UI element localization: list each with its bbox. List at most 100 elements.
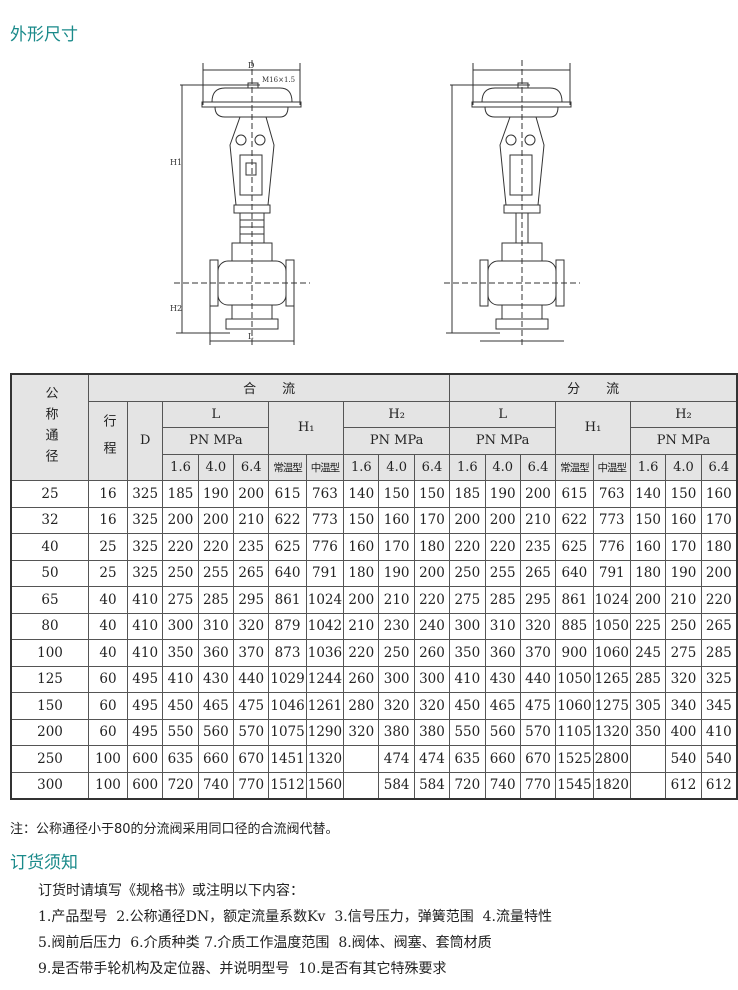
table-cell: 465	[484, 692, 521, 720]
order-line-1: 1.产品型号 2.公称通径DN，额定流量系数Kv 3.信号压力，弹簧范围 4.流…	[38, 909, 552, 925]
table-cell: 150	[629, 506, 667, 534]
table-cell: 210	[233, 506, 270, 534]
table-cell: 440	[233, 665, 270, 693]
table-cell: 410	[126, 586, 164, 614]
table-cell: 125	[10, 665, 89, 693]
table-cell: 250	[378, 639, 415, 667]
table-cell: 150	[378, 480, 415, 508]
table-cell: 320	[413, 692, 451, 720]
table-cell: 791	[305, 559, 345, 587]
dim-thread-label: M16×1.5	[262, 76, 295, 84]
table-cell: 430	[197, 665, 235, 693]
table-cell: 250	[449, 559, 486, 587]
table-cell: 200	[449, 506, 486, 534]
table-cell: 550	[162, 718, 199, 746]
table-cell: 250	[10, 745, 89, 773]
table-cell: 325	[126, 506, 164, 534]
table-cell: 770	[233, 771, 270, 800]
table-cell: 570	[519, 718, 557, 746]
table-cell: 200	[343, 586, 380, 614]
table-cell: 220	[700, 586, 738, 614]
table-cell: 1024	[592, 586, 631, 614]
header-p64: 6.4	[413, 453, 451, 481]
dim-h2-label: H2	[170, 304, 182, 313]
table-cell: 410	[449, 665, 486, 693]
table-cell: 225	[629, 612, 667, 640]
header-l: L	[162, 400, 270, 428]
table-cell: 275	[665, 639, 702, 667]
table-cell: 100	[10, 639, 89, 667]
table-cell: 440	[519, 665, 557, 693]
header-p40: 4.0	[665, 453, 702, 481]
table-cell: 495	[126, 718, 164, 746]
table-cell	[343, 745, 380, 773]
table-cell: 900	[555, 639, 594, 667]
header-h1: H₁	[268, 400, 345, 455]
table-cell: 80	[10, 612, 89, 640]
header-normal-temp: 常温型	[268, 453, 307, 481]
table-cell: 861	[555, 586, 594, 614]
table-cell: 776	[592, 533, 631, 561]
table-cell: 350	[162, 639, 199, 667]
table-cell: 1290	[305, 718, 345, 746]
header-nominal-diameter: 公称通径	[10, 373, 89, 481]
header-h2: H₂	[629, 400, 738, 428]
header-p16: 1.6	[629, 453, 667, 481]
table-cell: 465	[197, 692, 235, 720]
table-cell: 400	[665, 718, 702, 746]
order-intro: 订货时请填写《规格书》或注明以下内容：	[38, 883, 304, 899]
table-cell: 540	[700, 745, 738, 773]
table-cell: 200	[413, 559, 451, 587]
table-cell: 1060	[592, 639, 631, 667]
table-cell: 776	[305, 533, 345, 561]
table-cell: 210	[665, 586, 702, 614]
table-cell: 235	[519, 533, 557, 561]
table-cell: 615	[268, 480, 307, 508]
table-cell: 255	[197, 559, 235, 587]
table-cell: 40	[88, 612, 128, 640]
header-stroke: 行程	[88, 400, 128, 481]
table-cell: 140	[343, 480, 380, 508]
table-cell: 295	[233, 586, 270, 614]
table-cell: 540	[665, 745, 702, 773]
table-cell: 1525	[555, 745, 594, 773]
table-cell: 160	[665, 506, 702, 534]
table-cell: 285	[700, 639, 738, 667]
table-cell: 1046	[268, 692, 307, 720]
table-cell: 450	[449, 692, 486, 720]
table-cell: 1244	[305, 665, 345, 693]
table-cell: 410	[126, 612, 164, 640]
table-cell: 1105	[555, 718, 594, 746]
table-cell: 260	[413, 639, 451, 667]
table-cell: 200	[629, 586, 667, 614]
table-cell: 200	[519, 480, 557, 508]
header-mid-temp: 中温型	[592, 453, 631, 481]
table-cell: 763	[305, 480, 345, 508]
table-cell: 200	[162, 506, 199, 534]
table-cell: 1050	[555, 665, 594, 693]
table-cell: 1512	[268, 771, 307, 800]
table-cell: 625	[268, 533, 307, 561]
table-cell: 495	[126, 692, 164, 720]
table-cell: 325	[126, 559, 164, 587]
table-cell: 150	[665, 480, 702, 508]
table-cell: 275	[162, 586, 199, 614]
table-cell: 600	[126, 771, 164, 800]
table-cell: 190	[378, 559, 415, 587]
table-cell: 265	[233, 559, 270, 587]
table-cell: 584	[378, 771, 415, 800]
table-cell: 210	[519, 506, 557, 534]
header-pn: PN MPa	[343, 427, 451, 455]
table-cell: 220	[413, 586, 451, 614]
table-cell: 612	[665, 771, 702, 800]
table-cell: 1451	[268, 745, 307, 773]
table-cell: 320	[233, 612, 270, 640]
table-cell: 360	[197, 639, 235, 667]
